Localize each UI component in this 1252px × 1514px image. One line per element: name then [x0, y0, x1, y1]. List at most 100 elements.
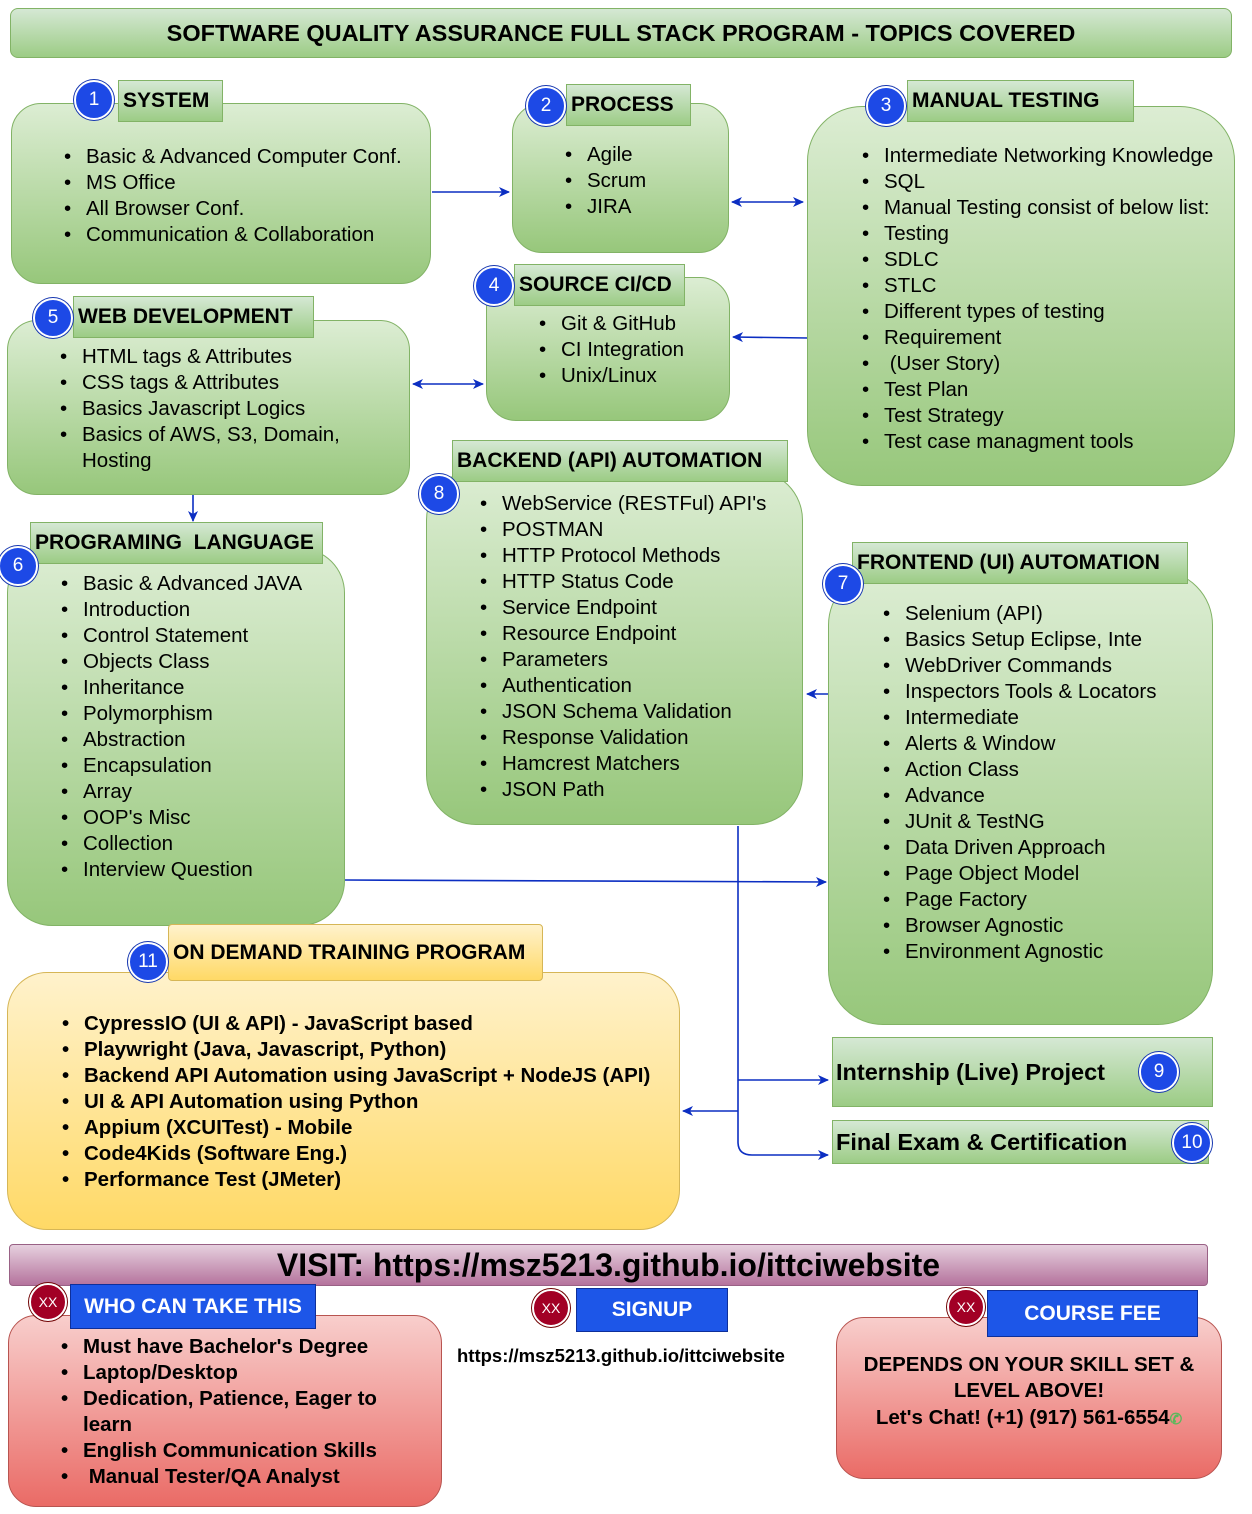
backend-automation-box: WebService (RESTFul) API's POSTMAN HTTP …	[426, 470, 803, 825]
title-bar: SOFTWARE QUALITY ASSURANCE FULL STACK PR…	[10, 8, 1232, 58]
list-item: Basic & Advanced Computer Conf.	[64, 144, 402, 170]
prog-label-text: PROGRAMING LANGUAGE	[35, 531, 314, 554]
list-item: Collection	[61, 831, 302, 857]
xx-badge: XX	[29, 1283, 67, 1321]
process-list: Agile Scrum JIRA	[565, 142, 646, 220]
manual-list: Intermediate Networking Knowledge SQL Ma…	[862, 143, 1213, 455]
list-item: Dedication, Patience, Eager to	[61, 1386, 377, 1412]
who-can-take-box: Must have Bachelor's Degree Laptop/Deskt…	[8, 1315, 442, 1507]
step-badge: 4	[474, 266, 514, 306]
process-box: Agile Scrum JIRA	[512, 103, 729, 253]
list-item: Appium (XCUITest) - Mobile	[62, 1115, 650, 1141]
list-item: OOP's Misc	[61, 805, 302, 831]
frontend-automation-label: FRONTEND (UI) AUTOMATION	[852, 542, 1188, 584]
list-item-continued: learn	[83, 1413, 132, 1436]
list-item: Browser Agnostic	[883, 913, 1156, 939]
system-box: Basic & Advanced Computer Conf. MS Offic…	[11, 103, 431, 284]
on-demand-label-text: ON DEMAND TRAINING PROGRAM	[173, 940, 526, 964]
list-item: Hamcrest Matchers	[480, 751, 766, 777]
final-exam-label: Final Exam & Certification	[836, 1128, 1128, 1155]
step-badge: 5	[33, 298, 73, 338]
list-item: Authentication	[480, 673, 766, 699]
list-item: CypressIO (UI & API) - JavaScript based	[62, 1011, 650, 1037]
list-item: SDLC	[862, 247, 1213, 273]
programing-language-label: PROGRAMING LANGUAGE	[30, 522, 323, 564]
list-item: WebService (RESTFul) API's	[480, 491, 766, 517]
list-item: Environment Agnostic	[883, 939, 1156, 965]
list-item: All Browser Conf.	[64, 196, 402, 222]
step-badge: 2	[526, 86, 566, 126]
list-item: (User Story)	[862, 351, 1213, 377]
final-exam-box: Final Exam & Certification	[832, 1120, 1209, 1164]
list-item: Playwright (Java, Javascript, Python)	[62, 1037, 650, 1063]
list-item: Test Plan	[862, 377, 1213, 403]
list-item: Introduction	[61, 597, 302, 623]
list-item: Parameters	[480, 647, 766, 673]
source-list: Git & GitHub CI Integration Unix/Linux	[539, 311, 684, 389]
list-item: Inspectors Tools & Locators	[883, 679, 1156, 705]
process-label: PROCESS	[566, 84, 691, 126]
step-badge: 9	[1139, 1052, 1179, 1092]
course-fee-box: DEPENDS ON YOUR SKILL SET & LEVEL ABOVE!…	[836, 1317, 1222, 1479]
list-item: Performance Test (JMeter)	[62, 1167, 650, 1193]
list-item: CSS tags & Attributes	[60, 370, 340, 396]
list-item: Inheritance	[61, 675, 302, 701]
fee-phone[interactable]: Let's Chat! (+1) (917) 561-6554	[875, 1406, 1170, 1429]
list-item: Array	[61, 779, 302, 805]
list-item: Testing	[862, 221, 1213, 247]
list-item: STLC	[862, 273, 1213, 299]
list-item: Requirement	[862, 325, 1213, 351]
list-item: Communication & Collaboration	[64, 222, 402, 248]
list-item: Polymorphism	[61, 701, 302, 727]
list-item: Page Object Model	[883, 861, 1156, 887]
frontend-automation-box: Selenium (API) Basics Setup Eclipse, Int…	[828, 570, 1213, 1025]
list-item: Laptop/Desktop	[61, 1360, 377, 1386]
process-label-text: PROCESS	[571, 93, 674, 116]
list-item: UI & API Automation using Python	[62, 1089, 650, 1115]
system-label: SYSTEM	[118, 80, 223, 122]
list-item: MS Office	[64, 170, 402, 196]
list-item: Code4Kids (Software Eng.)	[62, 1141, 650, 1167]
list-item: Action Class	[883, 757, 1156, 783]
on-demand-box: CypressIO (UI & API) - JavaScript based …	[7, 972, 680, 1230]
list-item: Advance	[883, 783, 1156, 809]
list-item: Manual Testing consist of below list:	[862, 195, 1213, 221]
course-fee-button[interactable]: COURSE FEE	[987, 1290, 1198, 1337]
step-badge: 11	[128, 942, 168, 982]
fee-line-3-wrap: Let's Chat! (+1) (917) 561-6554✆	[837, 1406, 1221, 1430]
manual-label-text: MANUAL TESTING	[912, 89, 1100, 112]
source-label-text: SOURCE CI/CD	[519, 273, 672, 296]
list-item: Intermediate Networking Knowledge	[862, 143, 1213, 169]
list-item: Response Validation	[480, 725, 766, 751]
frontend-label-text: FRONTEND (UI) AUTOMATION	[857, 551, 1160, 574]
step-badge: 8	[419, 474, 459, 514]
list-item: Interview Question	[61, 857, 302, 883]
list-item: Basics Setup Eclipse, Inte	[883, 627, 1156, 653]
system-label-text: SYSTEM	[123, 89, 210, 112]
on-demand-list: CypressIO (UI & API) - JavaScript based …	[62, 1011, 650, 1193]
signup-button[interactable]: SIGNUP	[576, 1288, 728, 1332]
who-list: Must have Bachelor's Degree Laptop/Deskt…	[61, 1334, 377, 1490]
backend-automation-label: BACKEND (API) AUTOMATION	[452, 440, 788, 482]
visit-bar[interactable]: VISIT: https://msz5213.github.io/ittciwe…	[9, 1244, 1208, 1286]
list-item: Page Factory	[883, 887, 1156, 913]
web-development-label: WEB DEVELOPMENT	[73, 296, 314, 338]
prog-list: Basic & Advanced JAVA Introduction Contr…	[61, 571, 302, 883]
arrow-to-final	[737, 1141, 829, 1160]
list-item: Scrum	[565, 168, 646, 194]
visit-link[interactable]: VISIT: https://msz5213.github.io/ittciwe…	[276, 1246, 941, 1283]
backend-label-text: BACKEND (API) AUTOMATION	[457, 449, 763, 472]
signup-url[interactable]: https://msz5213.github.io/ittciwebsite	[457, 1345, 785, 1366]
who-can-take-button[interactable]: WHO CAN TAKE THIS	[70, 1284, 316, 1329]
programing-language-box: Basic & Advanced JAVA Introduction Contr…	[7, 548, 345, 926]
list-item: Basics of AWS, S3, Domain,	[60, 422, 340, 448]
web-development-box: HTML tags & Attributes CSS tags & Attrib…	[7, 320, 410, 495]
list-item: Agile	[565, 142, 646, 168]
xx-badge: XX	[947, 1288, 985, 1326]
fee-line-1: DEPENDS ON YOUR SKILL SET &	[863, 1353, 1195, 1376]
list-item: Unix/Linux	[539, 363, 684, 389]
who-label-text: WHO CAN TAKE THIS	[84, 1294, 302, 1318]
backend-list: WebService (RESTFul) API's POSTMAN HTTP …	[480, 491, 766, 803]
manual-testing-box: Intermediate Networking Knowledge SQL Ma…	[807, 106, 1235, 486]
